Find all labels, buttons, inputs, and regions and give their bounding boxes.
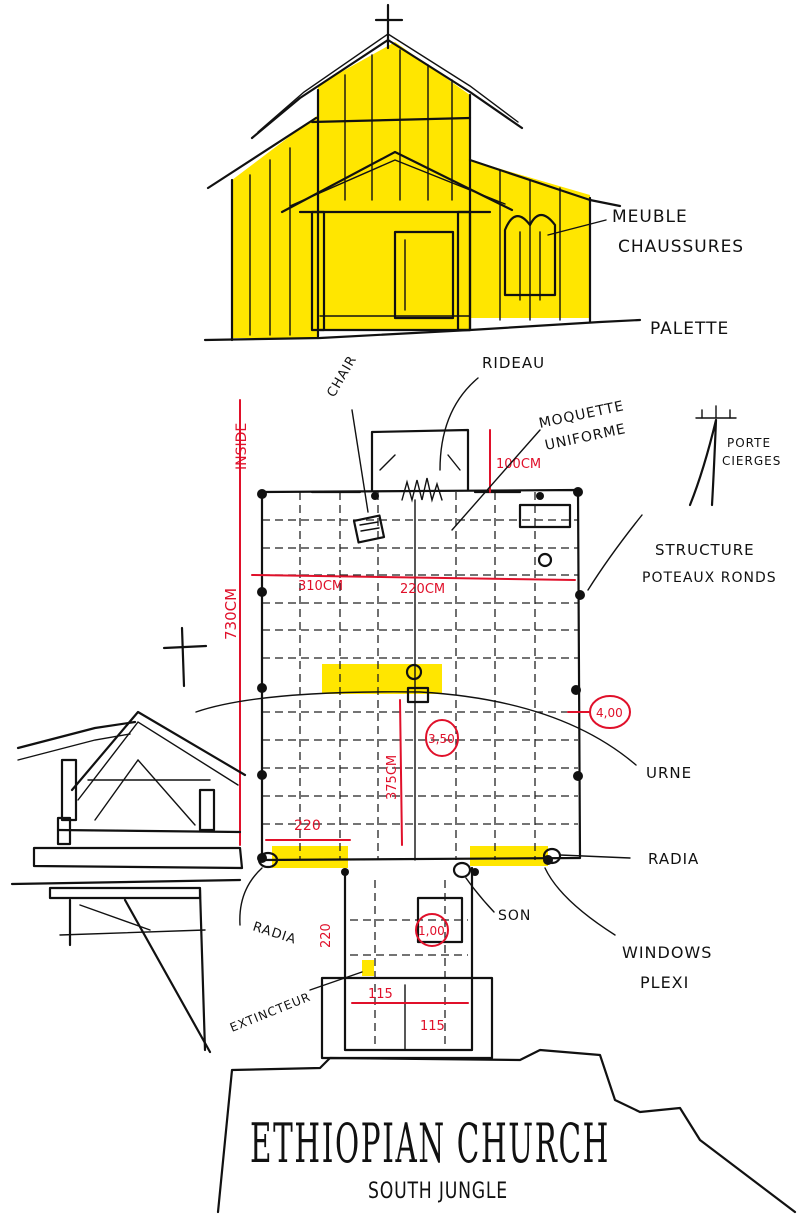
- label-chair: CHAIR: [324, 353, 360, 400]
- dimension-labels: 730CM INSIDE 310CM 220CM 100CM 375CM 220…: [222, 423, 623, 1034]
- page-title: ETHIOPIAN CHURCH: [250, 1112, 610, 1175]
- dim-310: 310CM: [298, 579, 343, 594]
- label-meuble-line2: CHAUSSURES: [618, 237, 744, 257]
- callout-100: 1,00: [418, 924, 445, 938]
- callout-350: 3,50: [428, 732, 455, 746]
- dim-220-corridor: 220: [319, 923, 334, 948]
- structure-posts: [257, 487, 585, 876]
- dimension-lines: [239, 399, 631, 1004]
- plan-annotations: CHAIR RIDEAU MOQUETTE UNIFORME PORTE CIE…: [195, 353, 781, 1035]
- label-porte-line2: CIERGES: [722, 454, 781, 468]
- label-extincteur: EXTINCTEUR: [228, 990, 313, 1035]
- dim-220: 220CM: [400, 582, 445, 597]
- candle-holder-icon: [688, 405, 737, 507]
- label-rideau: RIDEAU: [482, 354, 545, 372]
- dim-730: 730CM: [222, 588, 240, 640]
- label-radia-right: RADIA: [648, 850, 699, 868]
- label-windows-line1: WINDOWS: [622, 943, 712, 962]
- label-palette: PALETTE: [650, 319, 729, 339]
- label-son: SON: [498, 908, 531, 924]
- label-structure-line1: STRUCTURE: [655, 541, 755, 559]
- dim-100: 100CM: [496, 457, 541, 472]
- label-porte-line1: PORTE: [727, 436, 771, 450]
- floor-plan: [257, 428, 585, 1060]
- dim-115a: 115: [368, 987, 393, 1002]
- dim-220-left: 220: [294, 818, 321, 834]
- dim-375: 375CM: [385, 755, 400, 800]
- label-radia-left: RADIA: [251, 920, 299, 948]
- title-block: ETHIOPIAN CHURCH SOUTH JUNGLE: [216, 1048, 797, 1214]
- callout-400: 4,00: [596, 706, 623, 720]
- page-subtitle: SOUTH JUNGLE: [368, 1179, 508, 1204]
- floor-grid: [262, 492, 578, 860]
- label-urne: URNE: [646, 764, 692, 782]
- label-windows-line2: PLEXI: [640, 973, 689, 992]
- dim-115b: 115: [420, 1019, 445, 1034]
- church-elevation: [203, 3, 642, 342]
- label-inside: INSIDE: [234, 423, 250, 470]
- label-meuble-line1: MEUBLE: [612, 207, 688, 227]
- label-structure-line2: POTEAUX RONDS: [642, 570, 777, 586]
- cross-icon: [162, 626, 208, 688]
- side-elevation: [10, 710, 247, 1054]
- elevation-annotations: MEUBLE CHAUSSURES PALETTE: [547, 207, 744, 339]
